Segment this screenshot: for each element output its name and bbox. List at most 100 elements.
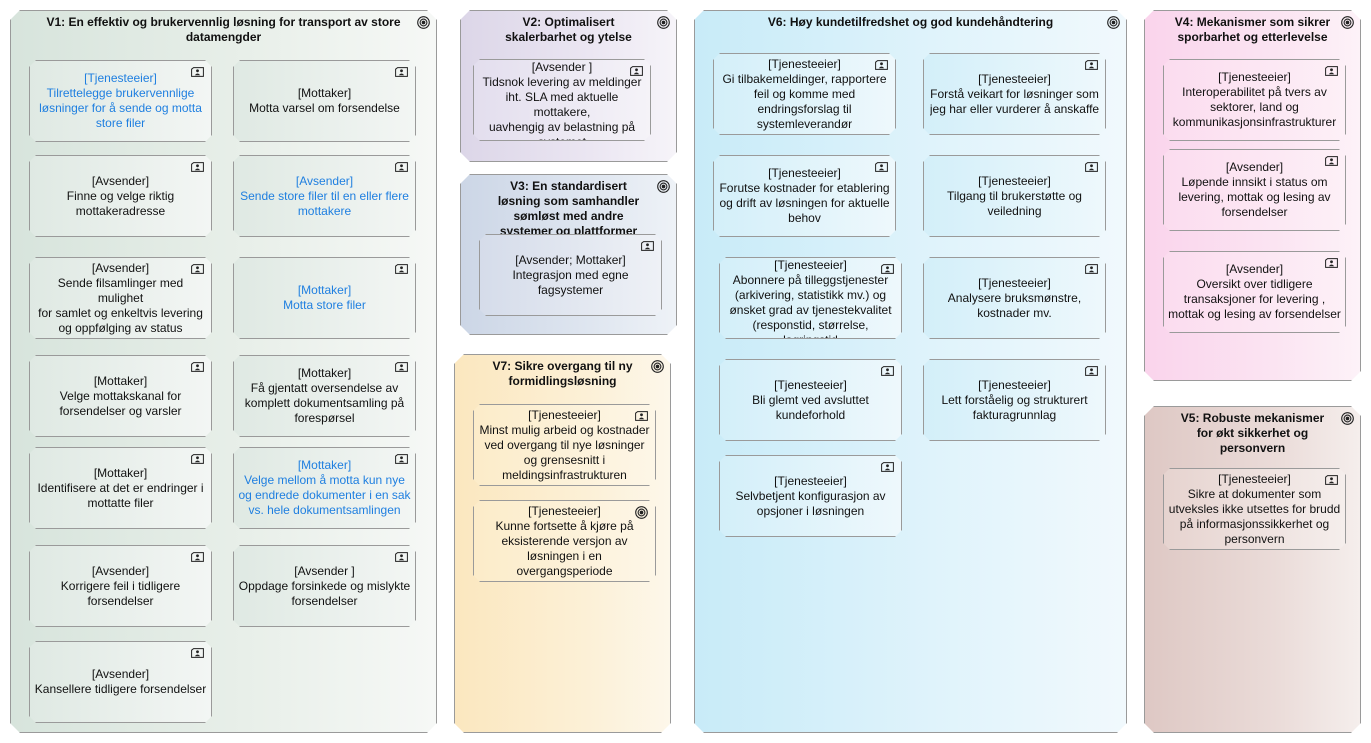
stakeholder-icon bbox=[630, 66, 643, 76]
card-role: [Tjenesteeier] bbox=[1218, 471, 1291, 486]
goal-icon bbox=[657, 180, 670, 193]
group-title: V4: Mekanismer som sikrer sporbarhet og … bbox=[1174, 15, 1331, 44]
requirement-card[interactable]: [Avsender]Sende store filer til en eller… bbox=[233, 155, 416, 237]
card-line: feil og komme med bbox=[753, 86, 856, 101]
requirement-card[interactable]: [Tjenesteeier]Gi tilbakemeldinger, rappo… bbox=[713, 53, 896, 135]
requirement-card[interactable]: [Tjenesteeier]Lett forståelig og struktu… bbox=[923, 359, 1106, 441]
group-v1[interactable]: V1: En effektiv og brukervennlig løsning… bbox=[10, 10, 437, 733]
card-line: forsendelser bbox=[291, 593, 358, 608]
card-text: [Avsender ]Oppdage forsinkede og mislykt… bbox=[239, 564, 410, 609]
stakeholder-icon bbox=[1325, 475, 1338, 485]
stakeholder-icon bbox=[1325, 258, 1338, 268]
requirement-card[interactable]: [Tjenesteeier]Tilrettelegge brukervennli… bbox=[29, 60, 212, 142]
group-v6[interactable]: V6: Høy kundetilfredshet og god kundehån… bbox=[694, 10, 1127, 733]
card-line: forsendelser bbox=[1221, 205, 1288, 219]
card-line: Løpende innsikt i status om bbox=[1181, 175, 1328, 189]
group-title: V2: Optimalisert skalerbarhet og ytelse bbox=[505, 15, 632, 44]
card-text: [Avsender]Sende store filer til en eller… bbox=[240, 174, 409, 219]
stakeholder-icon bbox=[395, 552, 408, 562]
requirement-card[interactable]: [Tjenesteeier]Kunne fortsette å kjøre på… bbox=[473, 500, 656, 582]
card-text: [Tjenesteeier]Abonnere på tilleggstjenes… bbox=[724, 258, 897, 338]
group-v4[interactable]: V4: Mekanismer som sikrer sporbarhet og … bbox=[1144, 10, 1361, 381]
goal-icon bbox=[417, 16, 430, 29]
requirement-card[interactable]: [Mottaker]Motta varsel om forsendelse bbox=[233, 60, 416, 142]
card-line: jeg har eller vurderer å anskaffe bbox=[929, 101, 1100, 116]
card-role: [Tjenesteeier] bbox=[768, 56, 841, 71]
card-line: iht. SLA med aktuelle mottakere, bbox=[505, 90, 619, 119]
requirement-card[interactable]: [Avsender ]Tidsnok levering av meldinger… bbox=[473, 59, 651, 141]
card-line: mottak og lesing av forsendelser bbox=[1168, 307, 1341, 321]
card-line: komplett dokumentsamling på bbox=[244, 396, 405, 410]
card-line: uavhengig av belastning på bbox=[488, 120, 636, 134]
card-line: systemleverandør bbox=[756, 116, 853, 131]
card-line: Forutse kostnader for etablering bbox=[719, 181, 890, 195]
card-line: løsninger for å sende og motta bbox=[39, 101, 202, 115]
card-text: [Tjenesteeier]Kunne fortsette å kjøre på… bbox=[478, 504, 651, 579]
card-text: [Tjenesteeier]Tilgang til brukerstøtte o… bbox=[947, 174, 1082, 219]
card-text: [Tjenesteeier]Interoperabilitet på tvers… bbox=[1173, 70, 1336, 130]
card-line: Finne og velge riktig bbox=[66, 188, 175, 203]
card-role: [Mottaker] bbox=[93, 373, 148, 388]
card-line: Oppdage forsinkede og mislykte bbox=[238, 578, 411, 593]
requirement-card[interactable]: [Avsender]Sende filsamlinger med mulighe… bbox=[29, 257, 212, 339]
requirement-card[interactable]: [Tjenesteeier]Tilgang til brukerstøtte o… bbox=[923, 155, 1106, 237]
group-v2[interactable]: V2: Optimalisert skalerbarhet og ytelse … bbox=[460, 10, 677, 162]
card-line: eksisterende versjon av bbox=[501, 533, 628, 548]
card-role: [Avsender] bbox=[91, 667, 150, 681]
card-line: meldingsinfrastrukturen bbox=[502, 467, 627, 482]
requirement-card[interactable]: [Avsender; Mottaker]Integrasjon med egne… bbox=[479, 234, 662, 316]
group-v3[interactable]: V3: En standardisert løsning som samhand… bbox=[460, 174, 677, 335]
card-line: Forstå veikart for løsninger som bbox=[930, 86, 1099, 101]
card-line: behov bbox=[788, 211, 821, 225]
card-text: [Mottaker]Motta varsel om forsendelse bbox=[249, 86, 400, 116]
card-role: [Mottaker] bbox=[297, 458, 352, 472]
card-line: Sikre at dokumenter som bbox=[1187, 486, 1322, 501]
card-line: Interoperabilitet på tvers av bbox=[1182, 85, 1327, 99]
stakeholder-icon bbox=[1325, 156, 1338, 166]
card-line: Bli glemt ved avsluttet bbox=[752, 392, 869, 407]
requirement-card[interactable]: [Tjenesteeier]Abonnere på tilleggstjenes… bbox=[719, 257, 902, 339]
stakeholder-icon bbox=[1325, 66, 1338, 76]
card-role: [Tjenesteeier] bbox=[774, 258, 847, 272]
card-role: [Mottaker] bbox=[93, 465, 148, 480]
card-role: [Tjenesteeier] bbox=[774, 473, 847, 488]
card-line: Sende store filer til en eller flere bbox=[240, 188, 409, 203]
requirement-card[interactable]: [Tjenesteeier]Interoperabilitet på tvers… bbox=[1163, 59, 1346, 141]
card-line: utveksles ikke utsettes for brudd bbox=[1168, 501, 1341, 516]
card-line: fagsystemer bbox=[537, 282, 604, 297]
requirement-card[interactable]: [Avsender]Kansellere tidligere forsendel… bbox=[29, 641, 212, 723]
requirement-card[interactable]: [Mottaker]Identifisere at det er endring… bbox=[29, 447, 212, 529]
requirement-card[interactable]: [Tjenesteeier]Forstå veikart for løsning… bbox=[923, 53, 1106, 135]
group-v7[interactable]: V7: Sikre overgang til ny formidlingsløs… bbox=[454, 354, 671, 733]
group-title: V5: Robuste mekanismer for økt sikkerhet… bbox=[1180, 411, 1325, 455]
requirement-card[interactable]: [Tjenesteeier]Minst mulig arbeid og kost… bbox=[473, 404, 656, 486]
stakeholder-icon bbox=[635, 411, 648, 421]
group-v5[interactable]: V5: Robuste mekanismer for økt sikkerhet… bbox=[1144, 406, 1361, 733]
requirement-card[interactable]: [Tjenesteeier]Forutse kostnader for etab… bbox=[713, 155, 896, 237]
card-line: og endrede dokumenter i en sak bbox=[238, 488, 411, 502]
card-line: Korrigere feil i tidligere bbox=[60, 578, 181, 593]
card-line: og oppfølging av status bbox=[58, 320, 183, 335]
stakeholder-icon bbox=[395, 162, 408, 172]
goal-icon bbox=[1107, 16, 1120, 29]
requirement-card[interactable]: [Mottaker]Motta store filer bbox=[233, 257, 416, 339]
card-line: Analysere bruksmønstre, bbox=[947, 290, 1082, 305]
card-line: Få gjentatt oversendelse av bbox=[250, 381, 399, 395]
card-line: forespørsel bbox=[294, 411, 355, 425]
requirement-card[interactable]: [Avsender ]Oppdage forsinkede og mislykt… bbox=[233, 545, 416, 627]
card-role: [Tjenesteeier] bbox=[978, 71, 1051, 86]
requirement-card[interactable]: [Tjenesteeier]Analysere bruksmønstre,kos… bbox=[923, 257, 1106, 339]
card-line: personvern bbox=[1224, 531, 1285, 546]
stakeholder-icon bbox=[191, 362, 204, 372]
requirement-card[interactable]: [Tjenesteeier]Selvbetjent konfigurasjon … bbox=[719, 455, 902, 537]
